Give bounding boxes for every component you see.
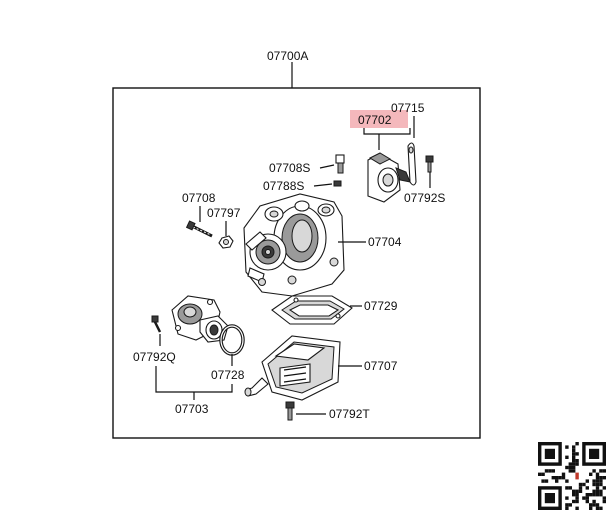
leader-07788S (313, 183, 333, 187)
leader-07702 (363, 128, 411, 135)
screw-07792Q[interactable] (151, 315, 162, 333)
throttle-body-07704[interactable] (243, 193, 345, 297)
sensor-gasket[interactable] (407, 142, 417, 186)
label-07729[interactable]: 07729 (364, 299, 398, 313)
highlight-07702 (350, 110, 408, 128)
label-07702[interactable]: 07702 (358, 113, 392, 127)
air-chamber-07707[interactable] (244, 335, 341, 401)
label-07708S[interactable]: 07708S (269, 161, 310, 175)
label-07792Q[interactable]: 07792Q (133, 350, 176, 364)
label-07704[interactable]: 07704 (368, 235, 402, 249)
label-07792S[interactable]: 07792S (404, 191, 445, 205)
label-07788S[interactable]: 07788S (263, 179, 304, 193)
gasket-07729[interactable] (271, 295, 353, 325)
qr-code-icon (538, 442, 606, 510)
label-07708[interactable]: 07708 (182, 191, 216, 205)
fitting-07708S[interactable] (335, 154, 345, 174)
label-07703[interactable]: 07703 (175, 402, 209, 416)
idle-air-control-valve-07703[interactable] (171, 295, 229, 343)
bolt-07708[interactable] (185, 220, 213, 238)
label-07728[interactable]: 07728 (211, 368, 245, 382)
label-07700A[interactable]: 07700A (267, 49, 308, 63)
throttle-position-sensor[interactable] (367, 152, 411, 203)
label-07707[interactable]: 07707 (364, 359, 398, 373)
leader-07708S (319, 164, 335, 169)
label-07792T[interactable]: 07792T (329, 407, 370, 421)
label-07797[interactable]: 07797 (207, 206, 241, 220)
screw-07788S[interactable] (333, 180, 342, 187)
screw-07792T[interactable] (285, 401, 295, 421)
nut-07797[interactable] (218, 235, 234, 249)
assembly-frame (112, 87, 481, 439)
label-07715[interactable]: 07715 (391, 101, 425, 115)
screw-07792S[interactable] (425, 155, 434, 173)
